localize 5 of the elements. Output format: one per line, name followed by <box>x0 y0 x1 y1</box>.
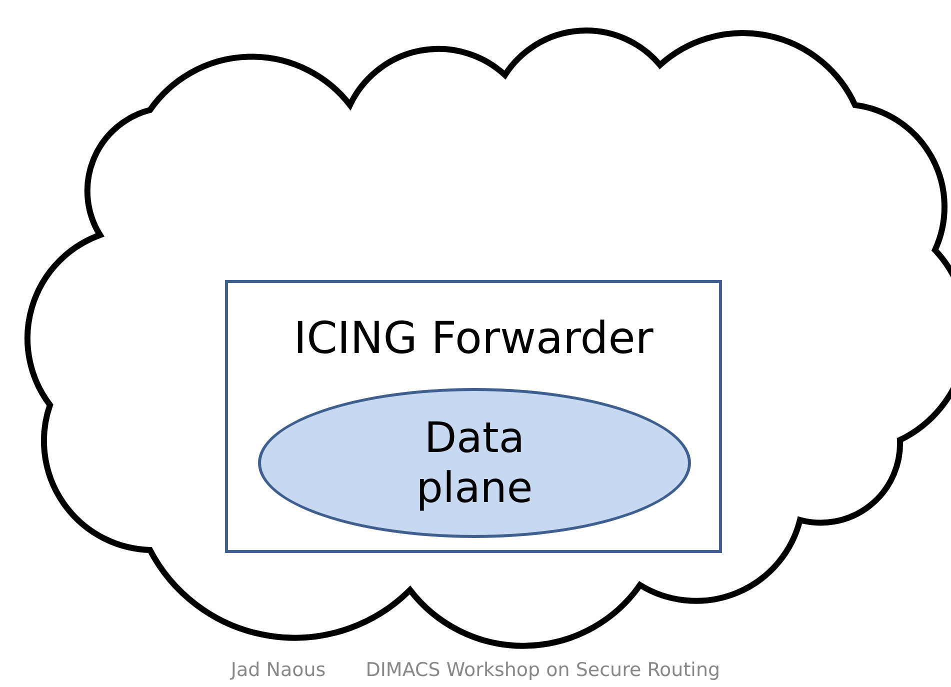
box-title: ICING Forwarder <box>292 313 654 364</box>
ellipse-label: Data plane <box>415 412 534 514</box>
footer-text: DIMACS Workshop on Secure Routing <box>366 659 720 681</box>
footer-text: Jad Naous <box>230 659 326 681</box>
forwarder-box <box>225 280 722 553</box>
